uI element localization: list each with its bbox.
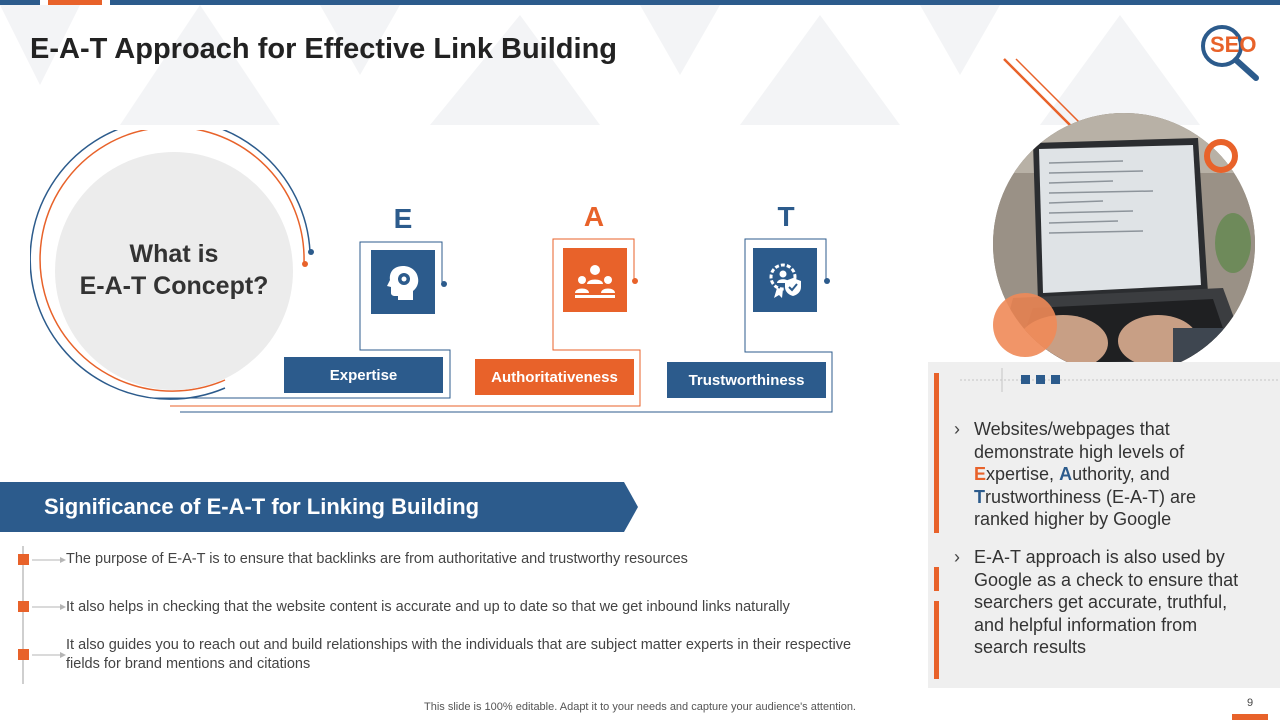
laptop-image-icon xyxy=(993,113,1255,375)
team-leader-icon xyxy=(575,265,615,298)
chevron-right-icon: › xyxy=(954,419,960,439)
significance-text: It also helps in checking that the websi… xyxy=(66,599,790,615)
bullet1-line-3: Expertise, Authority, and xyxy=(974,463,1254,486)
bullet1-line-5: ranked higher by Google xyxy=(974,509,1172,529)
bullet1-trust: rustworthiness (E-A-T) are xyxy=(985,486,1197,507)
bullet1-authority: uthority, and xyxy=(1072,464,1170,484)
panel-decoration xyxy=(960,368,1280,392)
authoritativeness-icon-box xyxy=(563,248,627,312)
significance-heading: Significance of E-A-T for Linking Buildi… xyxy=(44,494,480,519)
page-number: 9 xyxy=(1246,697,1254,709)
significance-banner xyxy=(0,482,638,532)
concept-circle xyxy=(55,152,293,390)
bullet2-text: E-A-T approach is also used by Google as… xyxy=(974,547,1239,657)
arrow-right-icon xyxy=(32,604,66,610)
bullet1-line-4: Trustworthiness (E-A-T) are xyxy=(974,486,1254,509)
bullet-marker xyxy=(18,601,29,612)
laptop-photo xyxy=(993,113,1255,375)
right-bullet-1: › Websites/webpages that demonstrate hig… xyxy=(954,418,1254,531)
concept-line-1: What is xyxy=(129,240,219,268)
highlight-t: T xyxy=(974,486,985,507)
seo-logo: SEO xyxy=(1198,22,1270,82)
top-bar-gap xyxy=(102,0,110,5)
footer-note: This slide is 100% editable. Adapt it to… xyxy=(424,701,856,713)
arrow-right-icon xyxy=(32,652,66,658)
highlight-a: A xyxy=(1059,464,1073,484)
decorative-dot xyxy=(993,293,1057,357)
magnifier-icon xyxy=(1201,25,1259,81)
top-accent-bar xyxy=(0,0,1280,5)
authoritativeness-label: Authoritativeness xyxy=(475,359,634,395)
significance-rail xyxy=(22,546,24,684)
right-info-panel xyxy=(928,362,1280,688)
concept-connectors xyxy=(30,130,833,413)
highlight-e: E xyxy=(974,464,987,484)
seo-logo-text: SEO xyxy=(1210,32,1257,57)
background-triangles xyxy=(0,5,1200,125)
decorative-ring xyxy=(1204,139,1238,173)
bullet1-expertise: xpertise, xyxy=(986,464,1055,484)
significance-text: The purpose of E-A-T is to ensure that b… xyxy=(66,551,688,567)
top-bar-gap xyxy=(40,0,48,5)
panel-accent-bar xyxy=(934,373,939,533)
top-accent-orange xyxy=(48,0,102,5)
arrow-right-icon xyxy=(32,557,66,563)
trustworthiness-icon-box xyxy=(753,248,817,312)
trustworthiness-label: Trustworthiness xyxy=(667,362,826,398)
page-number-bar xyxy=(1232,714,1268,720)
right-bullet-2: › E-A-T approach is also used by Google … xyxy=(954,546,1254,659)
panel-accent-bar xyxy=(934,601,939,679)
expertise-label: Expertise xyxy=(284,357,443,393)
bullet1-line-1: Websites/webpages that xyxy=(974,419,1170,439)
pillar-letter-e: E xyxy=(393,203,413,234)
pillar-letter-t: T xyxy=(777,201,795,232)
chevron-right-icon: › xyxy=(954,547,960,567)
slide-title: E-A-T Approach for Effective Link Buildi… xyxy=(30,33,617,65)
bullet-marker xyxy=(18,554,29,565)
panel-accent-bar xyxy=(934,567,939,591)
head-gear-icon xyxy=(387,266,419,300)
concept-question: What is E-A-T Concept? xyxy=(55,238,293,302)
concept-line-2: E-A-T Concept? xyxy=(79,272,269,300)
pillar-letter-a: A xyxy=(583,201,605,232)
bullet-marker xyxy=(18,649,29,660)
trust-badge-icon xyxy=(769,263,801,298)
bullet1-line-2: demonstrate high levels of xyxy=(974,441,1185,462)
significance-text: It also guides you to reach out and buil… xyxy=(66,637,852,672)
expertise-icon-box xyxy=(371,250,435,314)
